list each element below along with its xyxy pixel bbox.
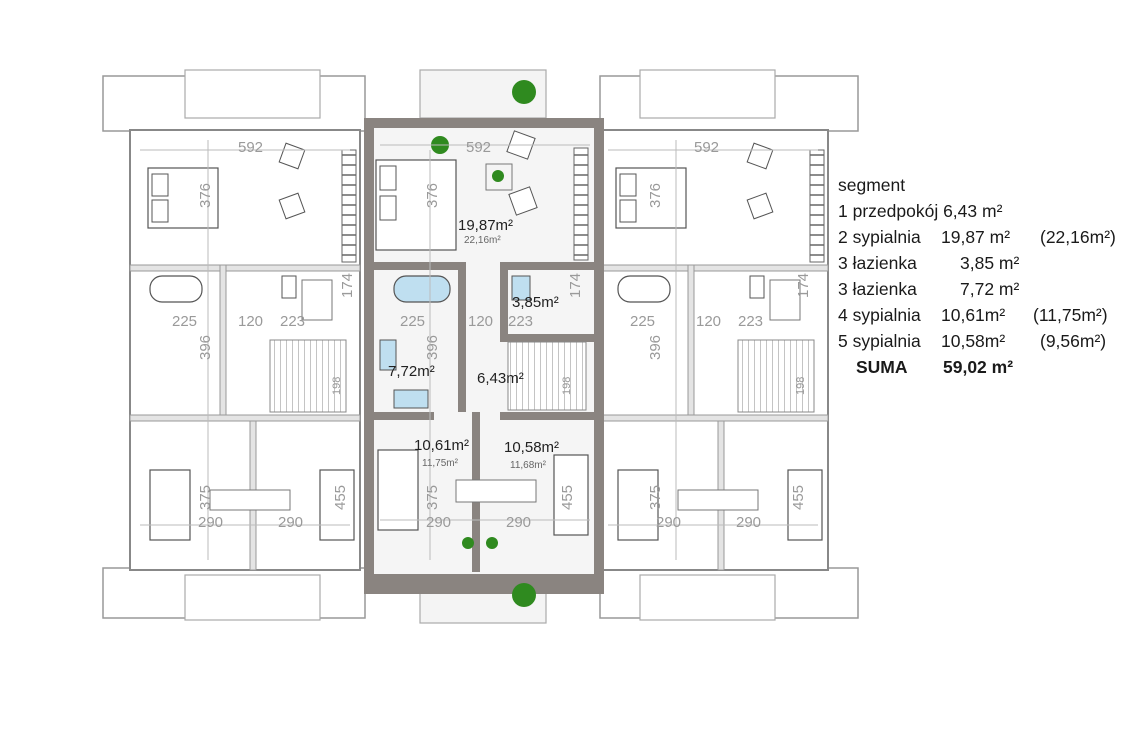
dim-290b-mid: 290 xyxy=(506,514,531,531)
dim-120-mid: 120 xyxy=(468,313,493,330)
dim-120-left: 120 xyxy=(238,313,263,330)
legend-row-6: 5 sypialnia 10,58m² (9,56m²) xyxy=(838,328,1106,354)
dim-225-right: 225 xyxy=(630,313,655,330)
legend-row-3: 3 łazienka 3,85 m² xyxy=(838,250,1019,276)
legend-room-area: 7,72 m² xyxy=(960,279,1020,299)
dim-592-right: 592 xyxy=(694,139,719,156)
dim-396-right: 396 xyxy=(647,335,664,360)
legend-row-2: 2 sypialnia 19,87 m² (22,16m²) xyxy=(838,224,1116,250)
left-segment xyxy=(129,129,361,571)
dim-223-right: 223 xyxy=(738,313,763,330)
area-bedroom5: 10,58m² xyxy=(504,439,559,456)
stairs-label-mid: 198 xyxy=(561,377,573,395)
dim-376-left: 376 xyxy=(197,183,214,208)
dim-223-mid: 223 xyxy=(508,313,533,330)
dim-225-left: 225 xyxy=(172,313,197,330)
legend-room-area: 10,61m² xyxy=(941,305,1006,325)
legend-room-label: 5 sypialnia xyxy=(838,331,921,351)
dim-592-mid: 592 xyxy=(466,139,491,156)
legend-room-area: 10,58m² xyxy=(941,331,1006,351)
middle-segment xyxy=(364,80,604,607)
area-bedroom5-sub: 11,68m² xyxy=(510,460,547,471)
area-bedroom4-sub: 11,75m² xyxy=(422,458,459,469)
legend-sum-row: SUMA 59,02 m² xyxy=(838,354,1013,380)
legend-room-label: 2 sypialnia xyxy=(838,227,921,247)
dim-174-right: 174 xyxy=(795,273,812,298)
stairs-label-left: 198 xyxy=(331,377,343,395)
area-bedroom2-sub: 22,16m² xyxy=(464,235,501,246)
dim-376-mid: 376 xyxy=(424,183,441,208)
dim-375-left: 375 xyxy=(197,485,214,510)
legend-title: segment xyxy=(838,175,906,195)
area-hall: 6,43m² xyxy=(477,370,524,387)
legend-sum-value: 59,02 m² xyxy=(943,357,1014,377)
legend-room-area: 19,87 m² xyxy=(941,227,1011,247)
area-bath-large: 7,72m² xyxy=(388,363,435,380)
dim-174-left: 174 xyxy=(339,273,356,298)
area-legend: segment 1 przedpokój 6,43 m² 2 sypialnia… xyxy=(838,172,1116,380)
stairs-label-right: 198 xyxy=(795,377,807,395)
dim-290b-left: 290 xyxy=(278,514,303,531)
dim-396-mid: 396 xyxy=(424,335,441,360)
legend-row-5: 4 sypialnia 10,61m² (11,75m²) xyxy=(838,302,1108,328)
dim-455-left: 455 xyxy=(332,485,349,510)
legend-room-area: 3,85 m² xyxy=(960,253,1020,273)
legend-room-label: 3 łazienka xyxy=(838,253,917,273)
dim-225-mid: 225 xyxy=(400,313,425,330)
legend-room-alt: (9,56m²) xyxy=(1040,331,1107,351)
dim-120-right: 120 xyxy=(696,313,721,330)
legend-room-alt: (22,16m²) xyxy=(1040,227,1116,247)
legend-row-1: 1 przedpokój 6,43 m² xyxy=(838,198,1002,224)
dim-375-mid: 375 xyxy=(424,485,441,510)
dim-396-left: 396 xyxy=(197,335,214,360)
legend-room-label: 4 sypialnia xyxy=(838,305,921,325)
dim-290a-mid: 290 xyxy=(426,514,451,531)
dim-592-left: 592 xyxy=(238,139,263,156)
area-bath-small: 3,85m² xyxy=(512,294,559,311)
dim-455-right: 455 xyxy=(790,485,807,510)
legend-row-4: 3 łazienka 7,72 m² xyxy=(838,276,1019,302)
legend-room-label: 3 łazienka xyxy=(838,279,917,299)
dim-376-right: 376 xyxy=(647,183,664,208)
dim-455-mid: 455 xyxy=(559,485,576,510)
legend-room-alt: (11,75m²) xyxy=(1033,305,1108,325)
legend-room-label: 1 przedpokój 6,43 m² xyxy=(838,201,1003,221)
dim-223-left: 223 xyxy=(280,313,305,330)
dim-290b-right: 290 xyxy=(736,514,761,531)
area-bedroom4: 10,61m² xyxy=(414,437,469,454)
dim-375-right: 375 xyxy=(647,485,664,510)
dim-290a-left: 290 xyxy=(198,514,223,531)
dim-174-mid: 174 xyxy=(567,273,584,298)
dim-290a-right: 290 xyxy=(656,514,681,531)
legend-sum-label: SUMA xyxy=(856,357,908,377)
area-bedroom2: 19,87m² xyxy=(458,217,513,234)
